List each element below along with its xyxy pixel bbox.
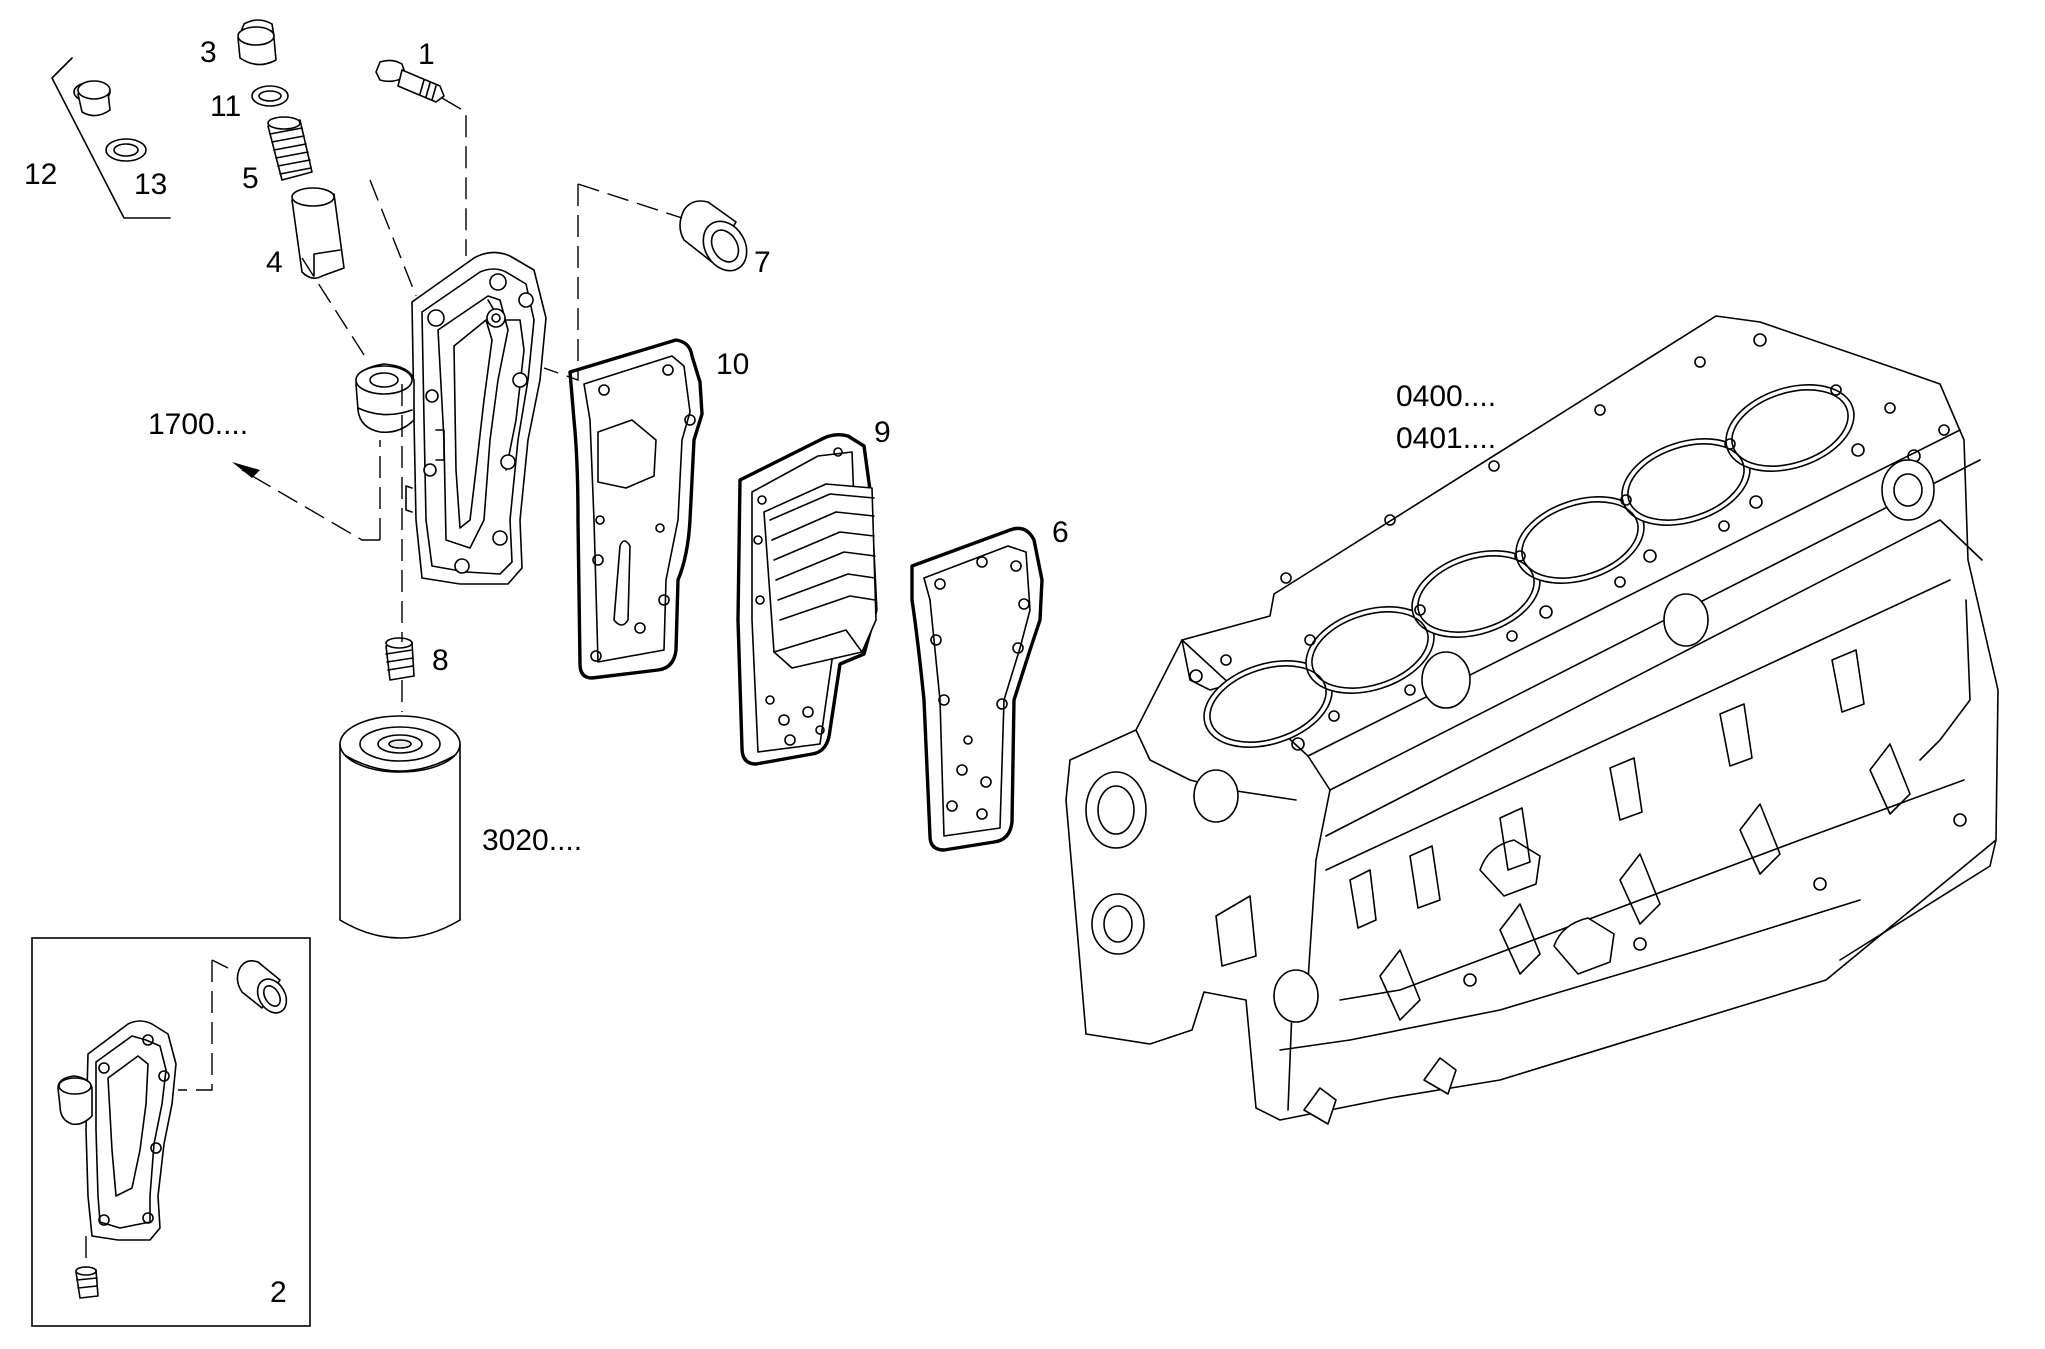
oil-filter-cartridge <box>339 715 461 939</box>
callout-11: 11 <box>210 90 241 123</box>
ref-cooling-1700: 1700.... <box>148 408 248 441</box>
gasket-part-10 <box>568 338 704 680</box>
callout-9: 9 <box>874 416 891 449</box>
callout-4: 4 <box>266 246 283 279</box>
callout-1: 1 <box>418 38 435 71</box>
side-bosses <box>1085 459 1935 1125</box>
valve-part-4 <box>291 187 345 280</box>
callout-3: 3 <box>200 36 217 69</box>
callout-labels: 1 2 3 4 5 6 7 8 9 10 11 12 13 3020.... 1… <box>24 36 1496 1309</box>
nipple-fitting-part-8 <box>385 637 415 681</box>
callout-5: 5 <box>242 162 259 195</box>
crank-webs <box>1349 649 1967 1021</box>
o-ring-part-11 <box>251 85 289 107</box>
callout-13: 13 <box>134 168 167 201</box>
arrow-to-1700 <box>232 462 260 478</box>
callout-8: 8 <box>432 644 449 677</box>
filter-head-housing <box>405 251 547 585</box>
ref-block-0401: 0401.... <box>1396 422 1496 455</box>
callout-12: 12 <box>24 158 57 191</box>
spring-part-5 <box>267 116 313 181</box>
callout-6: 6 <box>1052 516 1069 549</box>
kit-bracket-12 <box>51 57 171 219</box>
callout-10: 10 <box>716 348 749 381</box>
callout-2: 2 <box>270 1276 287 1309</box>
bolt-part-1 <box>375 59 445 103</box>
filter-head-boss <box>355 363 415 434</box>
engine-block <box>1065 315 1999 1125</box>
dashed-leader-lines <box>241 97 683 712</box>
ref-block-0400: 0400.... <box>1396 380 1496 413</box>
oil-cooler-part-9 <box>736 432 878 766</box>
washer-part-13 <box>105 138 147 162</box>
plug-part-12 <box>73 80 111 117</box>
gasket-part-6 <box>910 526 1044 852</box>
callout-7: 7 <box>754 246 771 279</box>
deck-bolt-holes <box>1189 333 1950 751</box>
plug-part-3 <box>237 19 277 66</box>
ref-filter-3020: 3020.... <box>482 824 582 857</box>
inset-box-part-2 <box>31 937 311 1327</box>
plug-part-7 <box>679 200 748 272</box>
